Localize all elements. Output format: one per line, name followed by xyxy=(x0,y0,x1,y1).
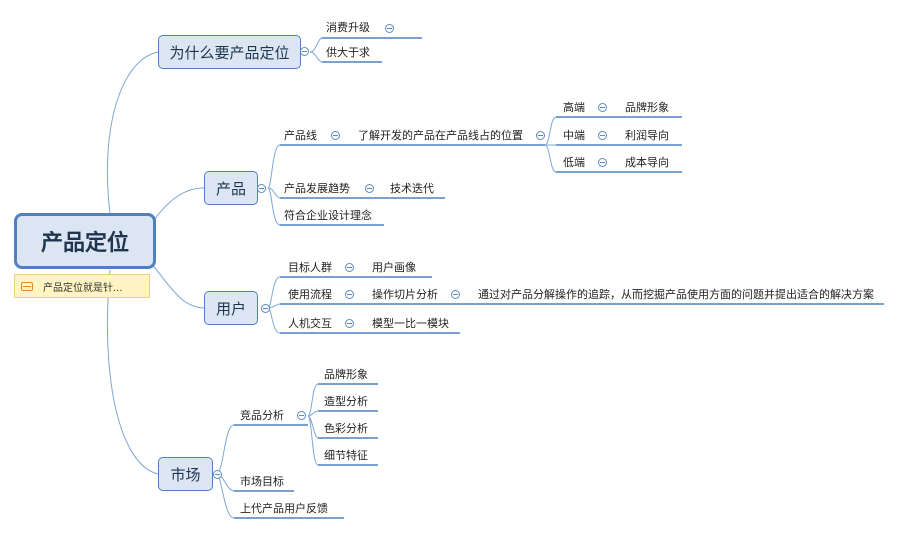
tier-aim-high[interactable]: 品牌形象 xyxy=(625,101,669,114)
collapse-icon[interactable] xyxy=(598,158,607,167)
tier-aim-low[interactable]: 成本导向 xyxy=(625,156,669,169)
collapse-icon[interactable] xyxy=(345,290,354,299)
topic-user-item-3-detail[interactable]: 模型一比一模块 xyxy=(372,317,449,330)
root-note[interactable]: 产品定位就是针... xyxy=(14,274,150,298)
collapse-icon[interactable] xyxy=(297,411,306,420)
topic-user-item-2-extra[interactable]: 通过对产品分解操作的追踪，从而挖掘产品使用方面的问题并提出适合的解决方案 xyxy=(478,288,874,301)
competitor-item-2[interactable]: 造型分析 xyxy=(324,395,368,408)
topic-product-concept[interactable]: 符合企业设计理念 xyxy=(284,209,372,222)
tier-level-mid[interactable]: 中端 xyxy=(563,129,585,142)
root-note-text: 产品定位就是针... xyxy=(43,282,123,294)
topic-product-line[interactable]: 产品线 xyxy=(284,129,317,142)
topic-why[interactable]: 为什么要产品定位 xyxy=(158,35,301,69)
collapse-icon[interactable] xyxy=(257,184,266,193)
collapse-icon[interactable] xyxy=(300,47,309,56)
collapse-icon[interactable] xyxy=(261,304,270,313)
topic-why-child-2[interactable]: 供大于求 xyxy=(326,46,370,59)
tier-aim-mid[interactable]: 利润导向 xyxy=(625,129,669,142)
topic-user-item-2[interactable]: 使用流程 xyxy=(288,288,332,301)
collapse-icon[interactable] xyxy=(536,131,545,140)
collapse-icon[interactable] xyxy=(345,319,354,328)
topic-market-feedback[interactable]: 上代产品用户反馈 xyxy=(240,502,328,515)
topic-market-goal[interactable]: 市场目标 xyxy=(240,475,284,488)
topic-product-trend-detail[interactable]: 技术迭代 xyxy=(390,182,434,195)
topic-user-item-1-detail[interactable]: 用户画像 xyxy=(372,261,416,274)
topic-user-item-1[interactable]: 目标人群 xyxy=(288,261,332,274)
competitor-item-4[interactable]: 细节特征 xyxy=(324,449,368,462)
topic-why-child-1[interactable]: 消费升级 xyxy=(326,21,370,34)
collapse-icon[interactable] xyxy=(598,103,607,112)
topic-market-competitor[interactable]: 竞品分析 xyxy=(240,409,284,422)
collapse-icon[interactable] xyxy=(385,24,394,33)
topic-user[interactable]: 用户 xyxy=(204,291,258,325)
collapse-icon[interactable] xyxy=(365,184,374,193)
collapse-icon[interactable] xyxy=(213,470,222,479)
competitor-item-1[interactable]: 品牌形象 xyxy=(324,368,368,381)
topic-user-item-2-detail[interactable]: 操作切片分析 xyxy=(372,288,438,301)
topic-market[interactable]: 市场 xyxy=(158,457,213,491)
tier-level-high[interactable]: 高端 xyxy=(563,101,585,114)
topic-product-trend[interactable]: 产品发展趋势 xyxy=(284,182,350,195)
collapse-icon[interactable] xyxy=(451,290,460,299)
topic-product[interactable]: 产品 xyxy=(204,171,258,205)
collapse-icon[interactable] xyxy=(345,263,354,272)
topic-user-item-3[interactable]: 人机交互 xyxy=(288,317,332,330)
competitor-item-3[interactable]: 色彩分析 xyxy=(324,422,368,435)
topic-product-line-detail[interactable]: 了解开发的产品在产品线占的位置 xyxy=(358,129,523,142)
tier-level-low[interactable]: 低端 xyxy=(563,156,585,169)
collapse-icon[interactable] xyxy=(598,131,607,140)
collapse-icon[interactable] xyxy=(331,131,340,140)
note-icon xyxy=(21,281,33,291)
root-topic[interactable]: 产品定位 xyxy=(14,213,156,269)
